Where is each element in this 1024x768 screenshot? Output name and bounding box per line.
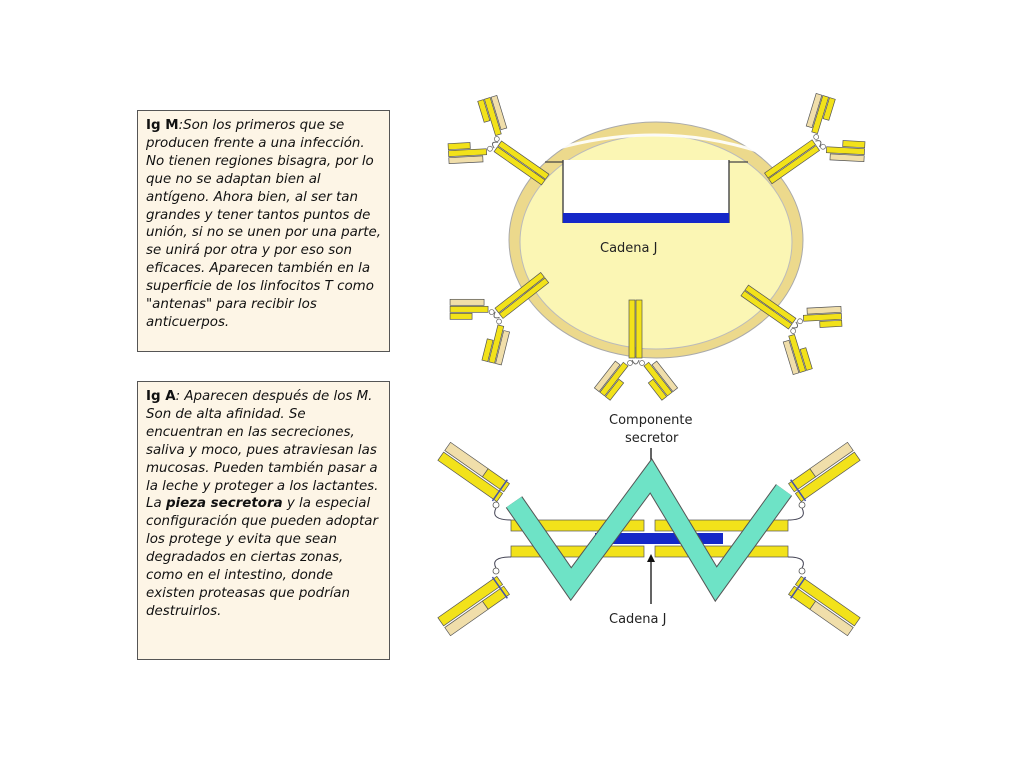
igm-description: Ig M:Son los primeros que se producen fr… <box>137 110 390 352</box>
iga-text-before: : Aparecen después de los M. Son de alta… <box>146 389 379 512</box>
iga-heavy-chain-top-left <box>510 519 645 532</box>
iga-heavy-chain-top-right <box>654 519 789 532</box>
iga-text-after: y la especial configuración que pueden a… <box>146 496 378 619</box>
iga-dimer: Componente secretor Cadena J <box>435 413 863 639</box>
iga-bold-term: pieza secretora <box>165 496 283 512</box>
igm-notch <box>563 160 729 215</box>
iga-title: Ig A <box>146 389 176 404</box>
igm-title: Ig M <box>146 118 179 133</box>
igm-jchain <box>563 213 729 223</box>
secretory-component <box>506 459 792 601</box>
secretory-component-label-line1: Componente <box>609 413 692 428</box>
iga-heavy-chain-bottom-right <box>654 545 789 558</box>
igm-pentamer: Cadena J <box>438 85 875 401</box>
igm-text: :Son los primeros que se producen frente… <box>146 118 382 330</box>
iga-fab-upper-left <box>435 439 512 505</box>
iga-jchain <box>595 533 723 544</box>
iga-heavy-chain-bottom-left <box>510 545 645 558</box>
iga-description: Ig A: Aparecen después de los M. Son de … <box>137 381 390 660</box>
iga-fab-lower-left <box>435 573 512 639</box>
iga-fab-lower-right <box>786 573 863 639</box>
secretory-component-label-line2: secretor <box>625 431 679 446</box>
iga-jchain-label: Cadena J <box>609 612 666 627</box>
igm-jchain-label: Cadena J <box>600 241 657 256</box>
iga-fab-upper-right <box>786 439 863 505</box>
